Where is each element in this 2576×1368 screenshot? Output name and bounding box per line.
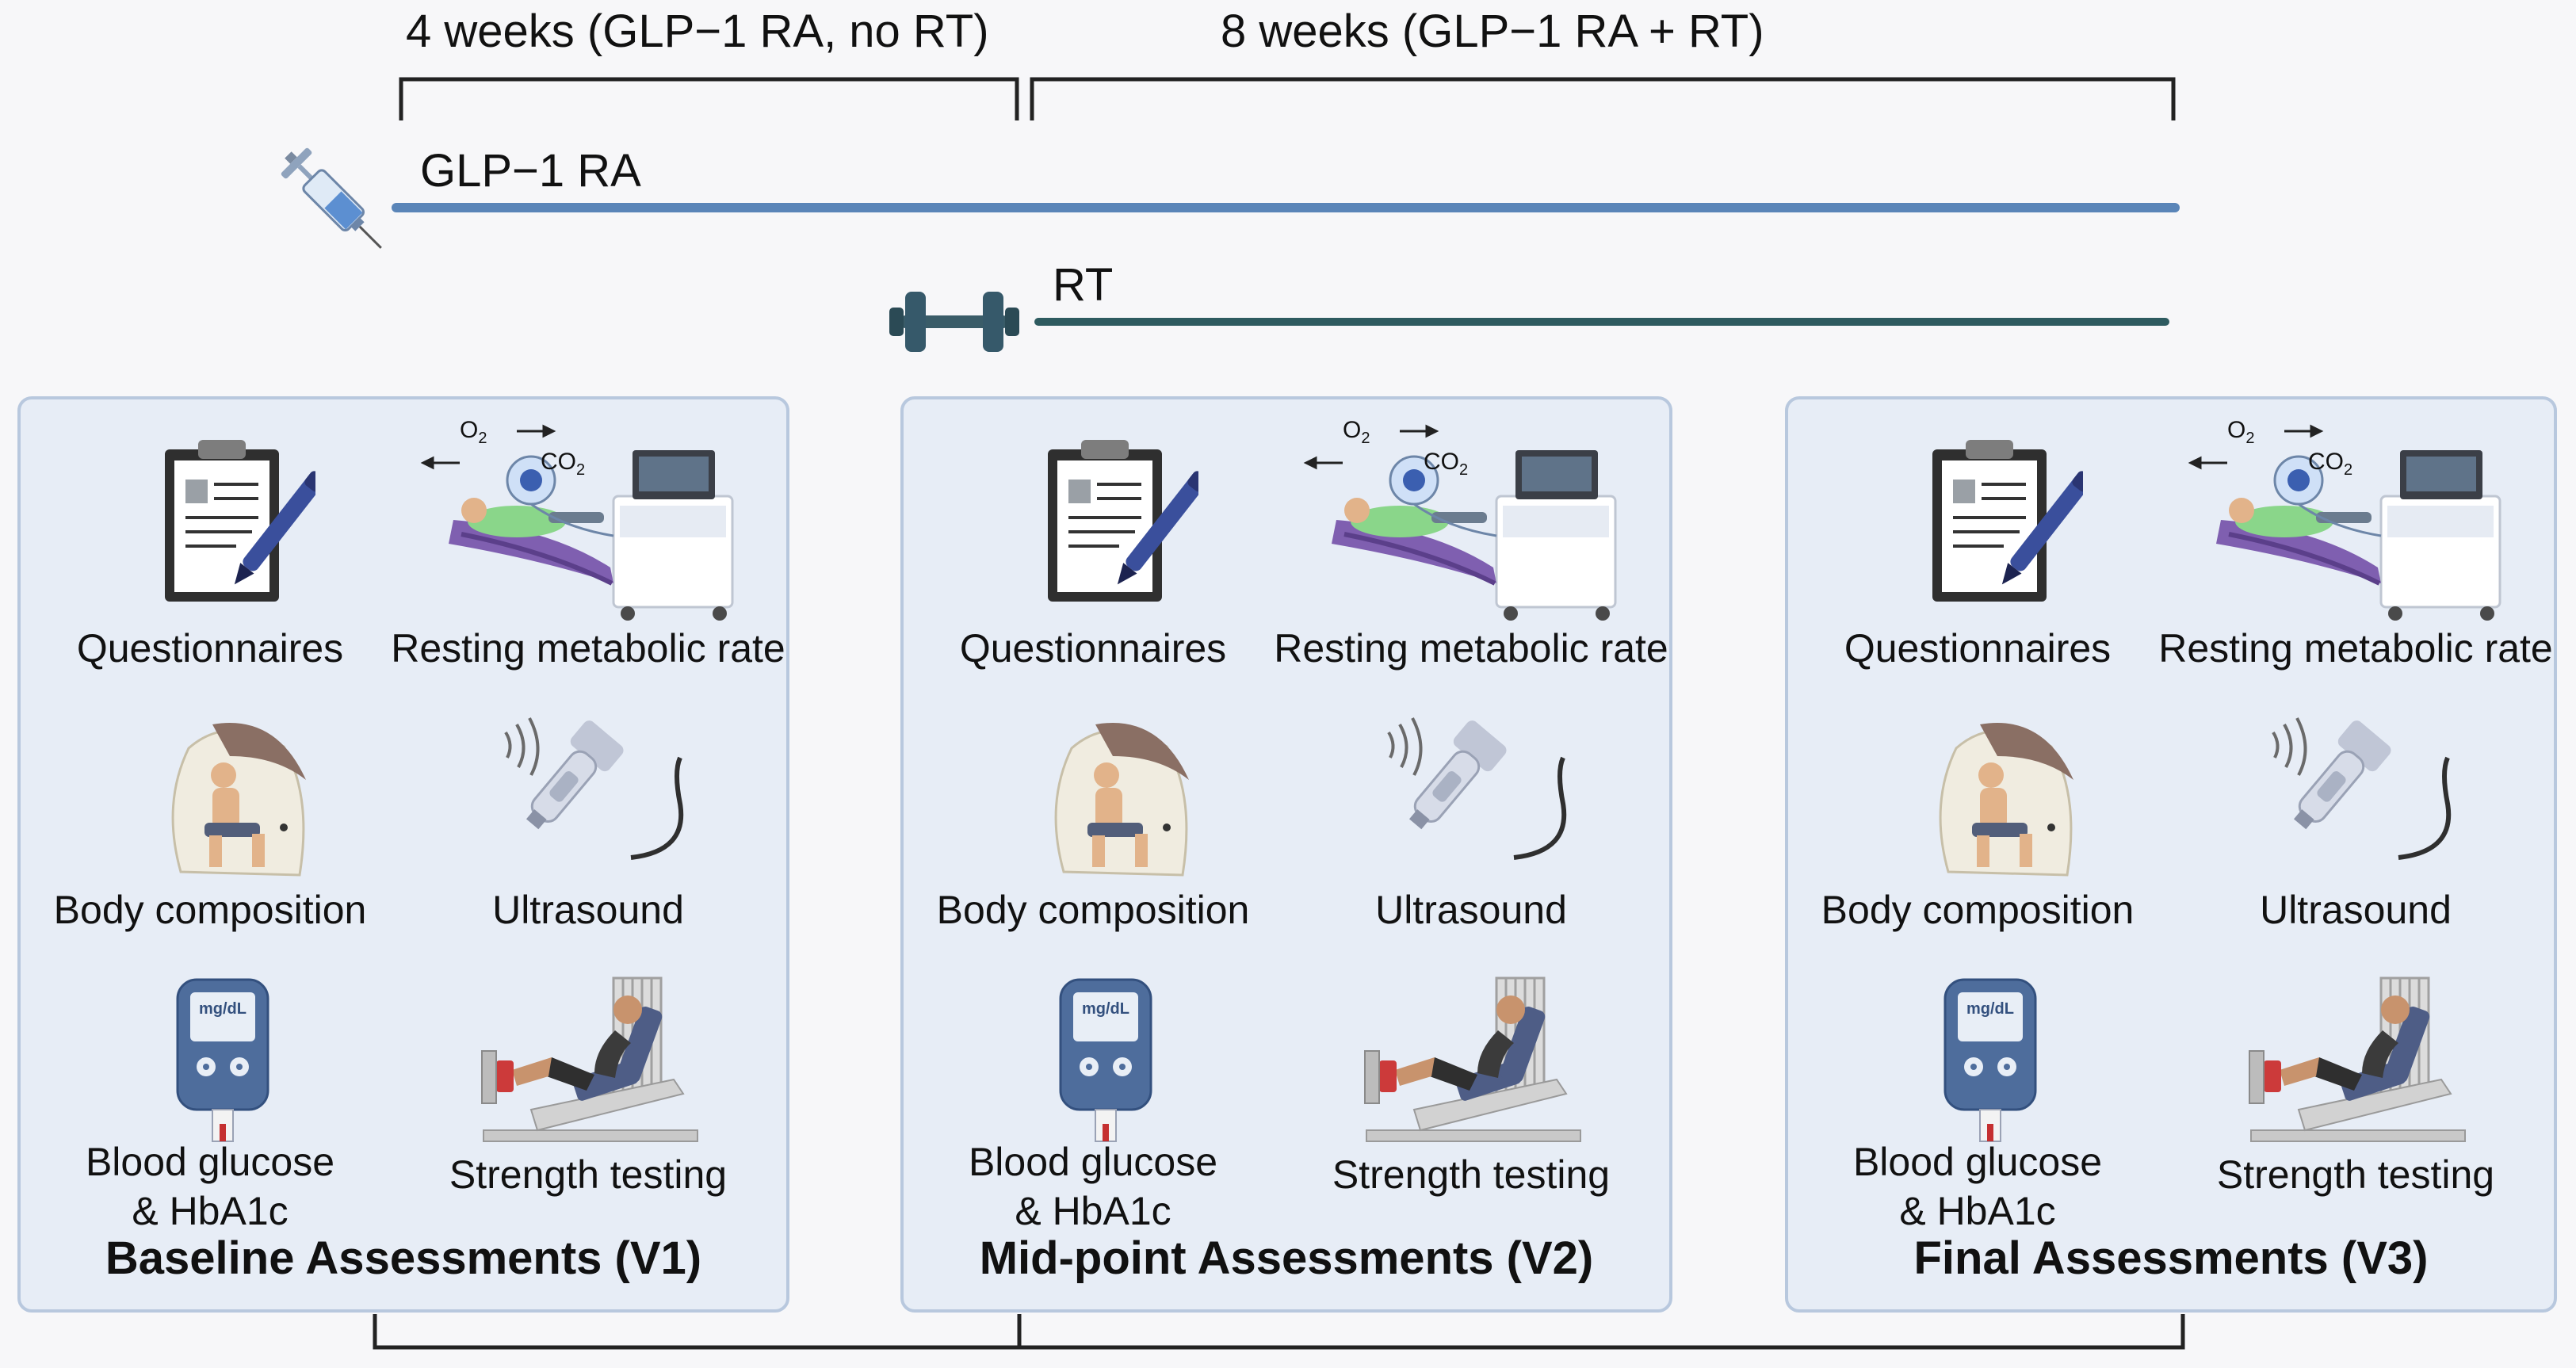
body-composition-label: Body composition <box>1821 888 2135 932</box>
co2-subscript: 2 <box>1459 461 1469 479</box>
body-composition-pod-icon <box>171 723 306 877</box>
rt-track-label: RT <box>1053 259 1114 311</box>
panel-title: Final Assessments (V3) <box>1913 1232 2429 1284</box>
clipboard-icon <box>1932 440 2083 602</box>
body-composition-pod-icon <box>1939 723 2073 877</box>
strength-testing-label: Strength testing <box>2216 1152 2495 1197</box>
period-2-bracket <box>1030 77 2176 120</box>
glucometer-unit-label: mg/dL <box>1082 1000 1129 1018</box>
blood-glucose-label-line2: & HbA1c <box>132 1189 289 1233</box>
ultrasound-probe-icon <box>1387 717 1567 860</box>
glucometer-icon <box>176 978 269 1142</box>
glucometer-icon <box>1059 978 1152 1142</box>
ultrasound-probe-icon <box>2272 717 2452 860</box>
blood-glucose-label-line2: & HbA1c <box>1899 1189 2056 1233</box>
o2-subscript: 2 <box>1361 430 1370 447</box>
questionnaires-label: Questionnaires <box>76 626 344 671</box>
o2-label: O <box>460 417 479 443</box>
co2-label: CO <box>541 449 576 475</box>
period-2-label: 8 weeks (GLP−1 RA + RT) <box>1221 6 1764 57</box>
period-1-bracket <box>399 77 1019 120</box>
clipboard-icon <box>165 440 315 602</box>
glucometer-unit-label: mg/dL <box>1966 1000 2014 1018</box>
o2-subscript: 2 <box>2245 430 2255 447</box>
questionnaires-label: Questionnaires <box>1844 626 2112 671</box>
dumbbell-icon <box>889 292 1019 352</box>
blood-glucose-label-line1: Blood glucose <box>1852 1140 2103 1184</box>
panel-title: Mid-point Assessments (V2) <box>979 1232 1594 1284</box>
blood-glucose-label-line1: Blood glucose <box>968 1140 1218 1184</box>
panel-final: Questionnaires O2 CO2 Resting metabolic … <box>1785 396 2557 1313</box>
o2-label: O <box>1343 417 1362 443</box>
co2-label: CO <box>2308 449 2344 475</box>
period-1-label: 4 weeks (GLP−1 RA, no RT) <box>406 6 989 57</box>
panel-baseline: Questionnaires O2 CO2 Resting metabolic … <box>17 396 789 1313</box>
panel-title: Baseline Assessments (V1) <box>105 1232 702 1284</box>
ultrasound-probe-icon <box>504 717 684 860</box>
body-composition-label: Body composition <box>53 888 367 932</box>
glp-track-label: GLP−1 RA <box>420 145 641 197</box>
leg-press-icon <box>481 976 698 1142</box>
syringe-icon <box>281 147 382 249</box>
questionnaires-label: Questionnaires <box>959 626 1227 671</box>
glucometer-icon <box>1943 978 2037 1142</box>
ultrasound-label: Ultrasound <box>492 888 684 932</box>
gas-arrows-icon <box>420 424 556 470</box>
o2-label: O <box>2227 417 2246 443</box>
leg-press-icon <box>2249 976 2466 1142</box>
rmr-label: Resting metabolic rate <box>2158 626 2553 671</box>
metabolic-cart-icon <box>1332 450 1617 621</box>
rmr-label: Resting metabolic rate <box>391 626 785 671</box>
panel-mid-point: Questionnaires O2 CO2 Resting metabolic … <box>900 396 1672 1313</box>
co2-subscript: 2 <box>2344 461 2353 479</box>
leg-press-icon <box>1364 976 1581 1142</box>
body-composition-label: Body composition <box>936 888 1250 932</box>
ultrasound-label: Ultrasound <box>2260 888 2452 932</box>
ultrasound-label: Ultrasound <box>1375 888 1567 932</box>
metabolic-cart-icon <box>2216 450 2501 621</box>
blood-glucose-label-line1: Blood glucose <box>85 1140 335 1184</box>
co2-subscript: 2 <box>576 461 586 479</box>
body-composition-pod-icon <box>1054 723 1189 877</box>
rmr-label: Resting metabolic rate <box>1274 626 1668 671</box>
gas-arrows-icon <box>1303 424 1439 470</box>
co2-label: CO <box>1424 449 1459 475</box>
blood-glucose-label-line2: & HbA1c <box>1015 1189 1171 1233</box>
strength-testing-label: Strength testing <box>1332 1152 1611 1197</box>
o2-subscript: 2 <box>478 430 487 447</box>
bottom-bracket <box>373 1314 2185 1350</box>
glucometer-unit-label: mg/dL <box>199 1000 247 1018</box>
metabolic-cart-icon <box>449 450 734 621</box>
gas-arrows-icon <box>2188 424 2324 470</box>
clipboard-icon <box>1048 440 1198 602</box>
strength-testing-label: Strength testing <box>449 1152 728 1197</box>
